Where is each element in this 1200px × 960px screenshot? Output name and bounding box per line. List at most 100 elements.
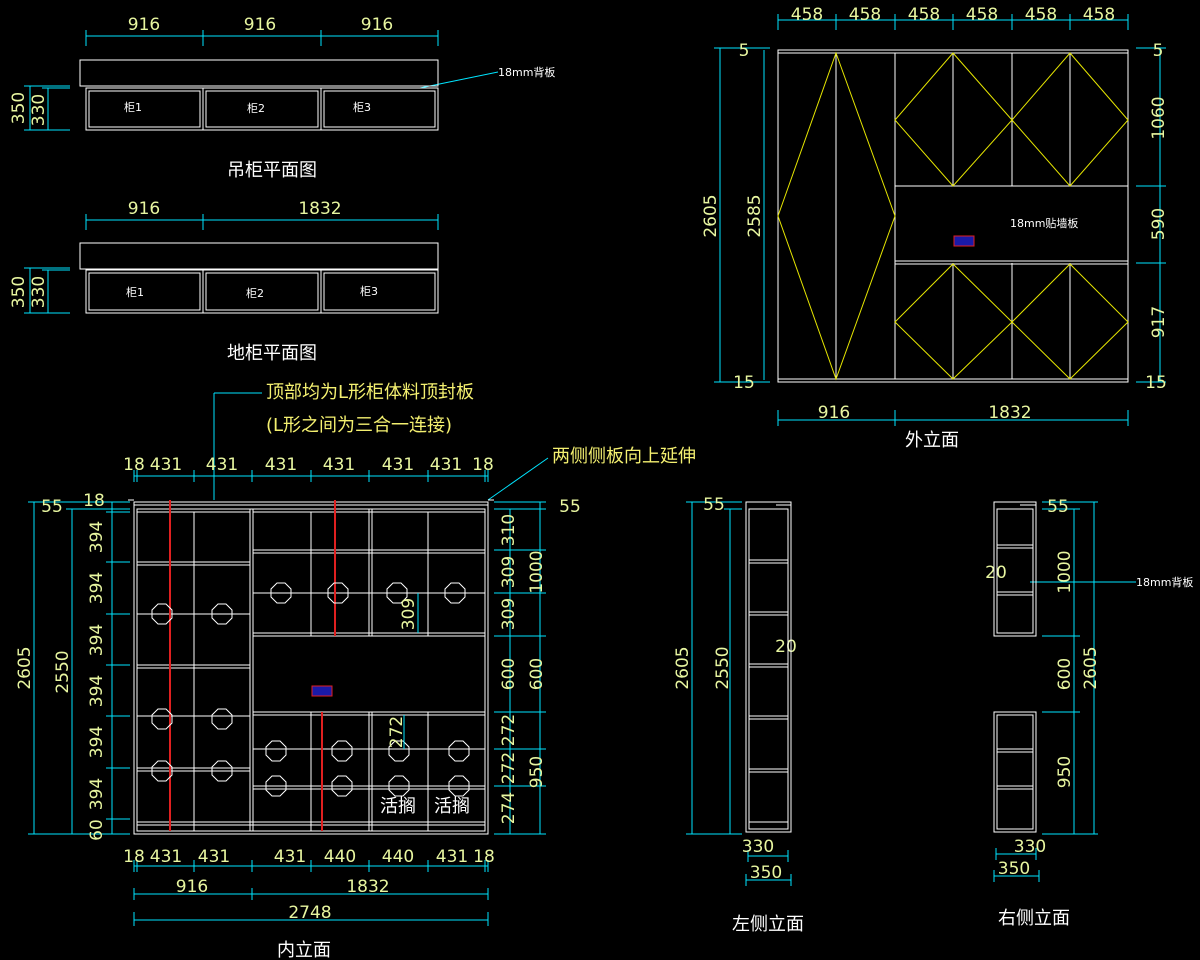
inner-top-dim-5: 431 [323,455,355,475]
inner-left-dim-2605: 2605 [15,646,35,689]
right-side-back-panel-note: 18mm背板 [1136,575,1193,589]
outer-top-dim-6: 458 [1083,5,1115,25]
left-side-dim-350: 350 [750,863,782,883]
inner-left-dim-55: 55 [41,497,63,517]
inner-note-top-1: 顶部均为L形柜体料顶封板 [266,382,474,403]
inner-bottom-dim-7: 431 [436,847,468,867]
hanging-depth-outer: 350 [9,92,29,124]
inner-left-dim-18: 18 [83,491,105,511]
right-side-dim-950: 950 [1055,756,1075,788]
inner-right-dim-272-2: 272 [499,752,519,784]
inner-left-dim-394-6: 394 [87,778,107,810]
inner-sum-dim-1832: 1832 [346,877,389,897]
hanging-back-panel-note: 18mm背板 [498,65,555,79]
outer-right-dim-bottom: 15 [1145,373,1167,393]
hanging-cab-3: 柜3 [353,101,371,114]
right-side-dim-1000: 1000 [1055,550,1075,593]
floor-cabinet-plan: 916 1832 350 330 柜1 柜2 柜3 地柜平面图 [9,199,439,364]
right-side-dim-20: 20 [985,563,1007,583]
inner-right-dim-310: 310 [499,514,519,546]
inner-bottom-dim-4: 431 [274,847,306,867]
outer-right-dim-917: 917 [1149,306,1169,338]
floor-cab-1: 柜1 [126,286,144,299]
hanging-cabinet-plan: 916 916 916 350 330 柜1 柜2 柜3 18mm背板 吊柜平面… [9,15,555,181]
inner-bottom-dim-3: 431 [198,847,230,867]
inner-note-top-2: (L形之间为三合一连接) [266,415,452,436]
right-side-title: 右侧立面 [998,908,1070,929]
inner-right-dim-309-1: 309 [499,556,519,588]
right-side-dim-350: 350 [998,859,1030,879]
inner-bottom-dim-8: 18 [473,847,495,867]
outer-right-dim-590: 590 [1149,208,1169,240]
inner-top-dim-7: 431 [430,455,462,475]
inner-dim-272: 272 [387,716,407,748]
hanging-dim-2: 916 [244,15,276,35]
outer-bottom-dim-1: 916 [818,403,850,423]
left-side-dim-55: 55 [703,495,725,515]
left-side-dim-2605: 2605 [673,646,693,689]
left-side-dim-330: 330 [742,837,774,857]
inner-left-dim-394-3: 394 [87,624,107,656]
inner-right-dim-1000: 1000 [527,550,547,593]
inner-right-dim-950: 950 [527,756,547,788]
floor-dim-1: 916 [128,199,160,219]
movable-shelf-2: 活搁 [434,796,470,817]
hanging-plan-title: 吊柜平面图 [227,160,317,181]
inner-bottom-dim-2: 431 [150,847,182,867]
inner-bottom-dim-5: 440 [324,847,356,867]
right-side-dim-2605: 2605 [1081,646,1101,689]
inner-left-dim-60: 60 [87,819,107,841]
inner-left-dim-394-2: 394 [87,572,107,604]
inner-right-dim-309-2: 309 [499,598,519,630]
outer-left-dim-inner: 2585 [745,194,765,237]
inner-bottom-dim-1: 18 [123,847,145,867]
outer-right-dim-1060: 1060 [1149,96,1169,139]
outer-wall-panel-note: 18mm贴墙板 [1010,216,1078,230]
inner-dim-309: 309 [399,598,419,630]
hanging-cab-1: 柜1 [124,101,142,114]
floor-cab-2: 柜2 [246,287,264,300]
movable-shelf-1: 活搁 [380,796,416,817]
inner-left-dim-2550: 2550 [53,650,73,693]
outer-bottom-dim-2: 1832 [988,403,1031,423]
outer-right-dim-top: 5 [1153,41,1164,61]
hanging-depth-inner: 330 [29,94,49,126]
outer-elevation-title: 外立面 [905,430,959,451]
outer-left-dim-top: 5 [739,41,750,61]
inner-right-dim-274: 274 [499,792,519,824]
floor-depth-outer: 350 [9,276,29,308]
inner-top-dim-3: 431 [206,455,238,475]
inner-sum-dim-916: 916 [176,877,208,897]
left-side-title: 左侧立面 [732,914,804,935]
inner-total-dim: 2748 [288,903,331,923]
right-side-dim-330: 330 [1014,837,1046,857]
inner-top-dim-8: 18 [472,455,494,475]
outer-top-dim-4: 458 [966,5,998,25]
inner-elevation: 顶部均为L形柜体料顶封板 (L形之间为三合一连接) 两侧侧板向上延伸 18 43… [15,382,696,960]
inner-right-dim-600-b: 600 [527,658,547,690]
floor-plan-title: 地柜平面图 [227,343,317,364]
inner-bottom-dim-6: 440 [382,847,414,867]
left-side-dim-20: 20 [775,637,797,657]
floor-dim-2: 1832 [298,199,341,219]
hanging-cab-2: 柜2 [247,102,265,115]
inner-elevation-title: 内立面 [277,940,331,960]
inner-right-dim-55: 55 [559,497,581,517]
inner-note-side: 两侧侧板向上延伸 [552,446,696,467]
hanging-dim-1: 916 [128,15,160,35]
right-side-dim-55: 55 [1047,497,1069,517]
inner-right-dim-600-a: 600 [499,658,519,690]
floor-cab-3: 柜3 [360,285,378,298]
right-side-dim-600: 600 [1055,658,1075,690]
outer-top-dim-3: 458 [908,5,940,25]
left-side-dim-2550: 2550 [713,646,733,689]
outer-elevation: 458 458 458 458 458 458 916 1832 5 2605 … [701,5,1169,451]
left-side-elevation: 55 2605 2550 20 330 350 左侧立面 [673,495,804,935]
inner-left-dim-394-1: 394 [87,521,107,553]
hanging-dim-3: 916 [361,15,393,35]
inner-top-dim-6: 431 [382,455,414,475]
outer-top-dim-1: 458 [791,5,823,25]
inner-top-dim-4: 431 [265,455,297,475]
inner-top-dim-1: 18 [123,455,145,475]
